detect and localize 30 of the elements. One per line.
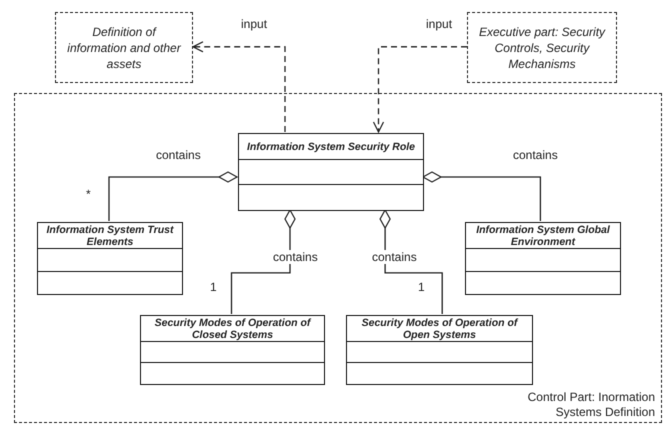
edge-label: input bbox=[425, 17, 454, 31]
multiplicity: * bbox=[86, 187, 91, 201]
dashed-note-box bbox=[467, 12, 617, 83]
class-box bbox=[238, 133, 424, 211]
class-box bbox=[140, 315, 325, 385]
class-name: Information System Security Role bbox=[239, 134, 423, 160]
aggregation-line bbox=[380, 209, 443, 314]
class-box bbox=[346, 315, 533, 385]
multiplicity: 1 bbox=[210, 280, 217, 294]
class-name: Information System Trust Elements bbox=[38, 223, 182, 249]
dashed-arrow bbox=[372, 46, 467, 133]
edge-label: contains bbox=[512, 148, 559, 162]
aggregation-line bbox=[230, 209, 296, 314]
dashed-frame bbox=[14, 93, 662, 423]
class-name: Security Modes of Operation of Open Systems bbox=[347, 316, 532, 342]
class-name: Security Modes of Operation of Closed Systems bbox=[141, 316, 324, 342]
class-box bbox=[37, 222, 183, 295]
note-text: Definition of information and other assets bbox=[66, 24, 182, 72]
dashed-arrow bbox=[192, 41, 286, 132]
edge-label: input bbox=[240, 17, 268, 31]
class-box bbox=[465, 222, 621, 295]
edge-label: contains bbox=[371, 250, 418, 264]
aggregation-line bbox=[422, 171, 542, 221]
class-name: Information System Global Environment bbox=[466, 223, 620, 249]
edge-label: contains bbox=[155, 148, 202, 162]
aggregation-line bbox=[108, 171, 238, 221]
dashed-note-box bbox=[55, 12, 193, 83]
edge-label: contains bbox=[272, 250, 319, 264]
note-text: Executive part: Security Controls, Security Mechanisms bbox=[478, 24, 606, 72]
multiplicity: 1 bbox=[418, 280, 425, 294]
